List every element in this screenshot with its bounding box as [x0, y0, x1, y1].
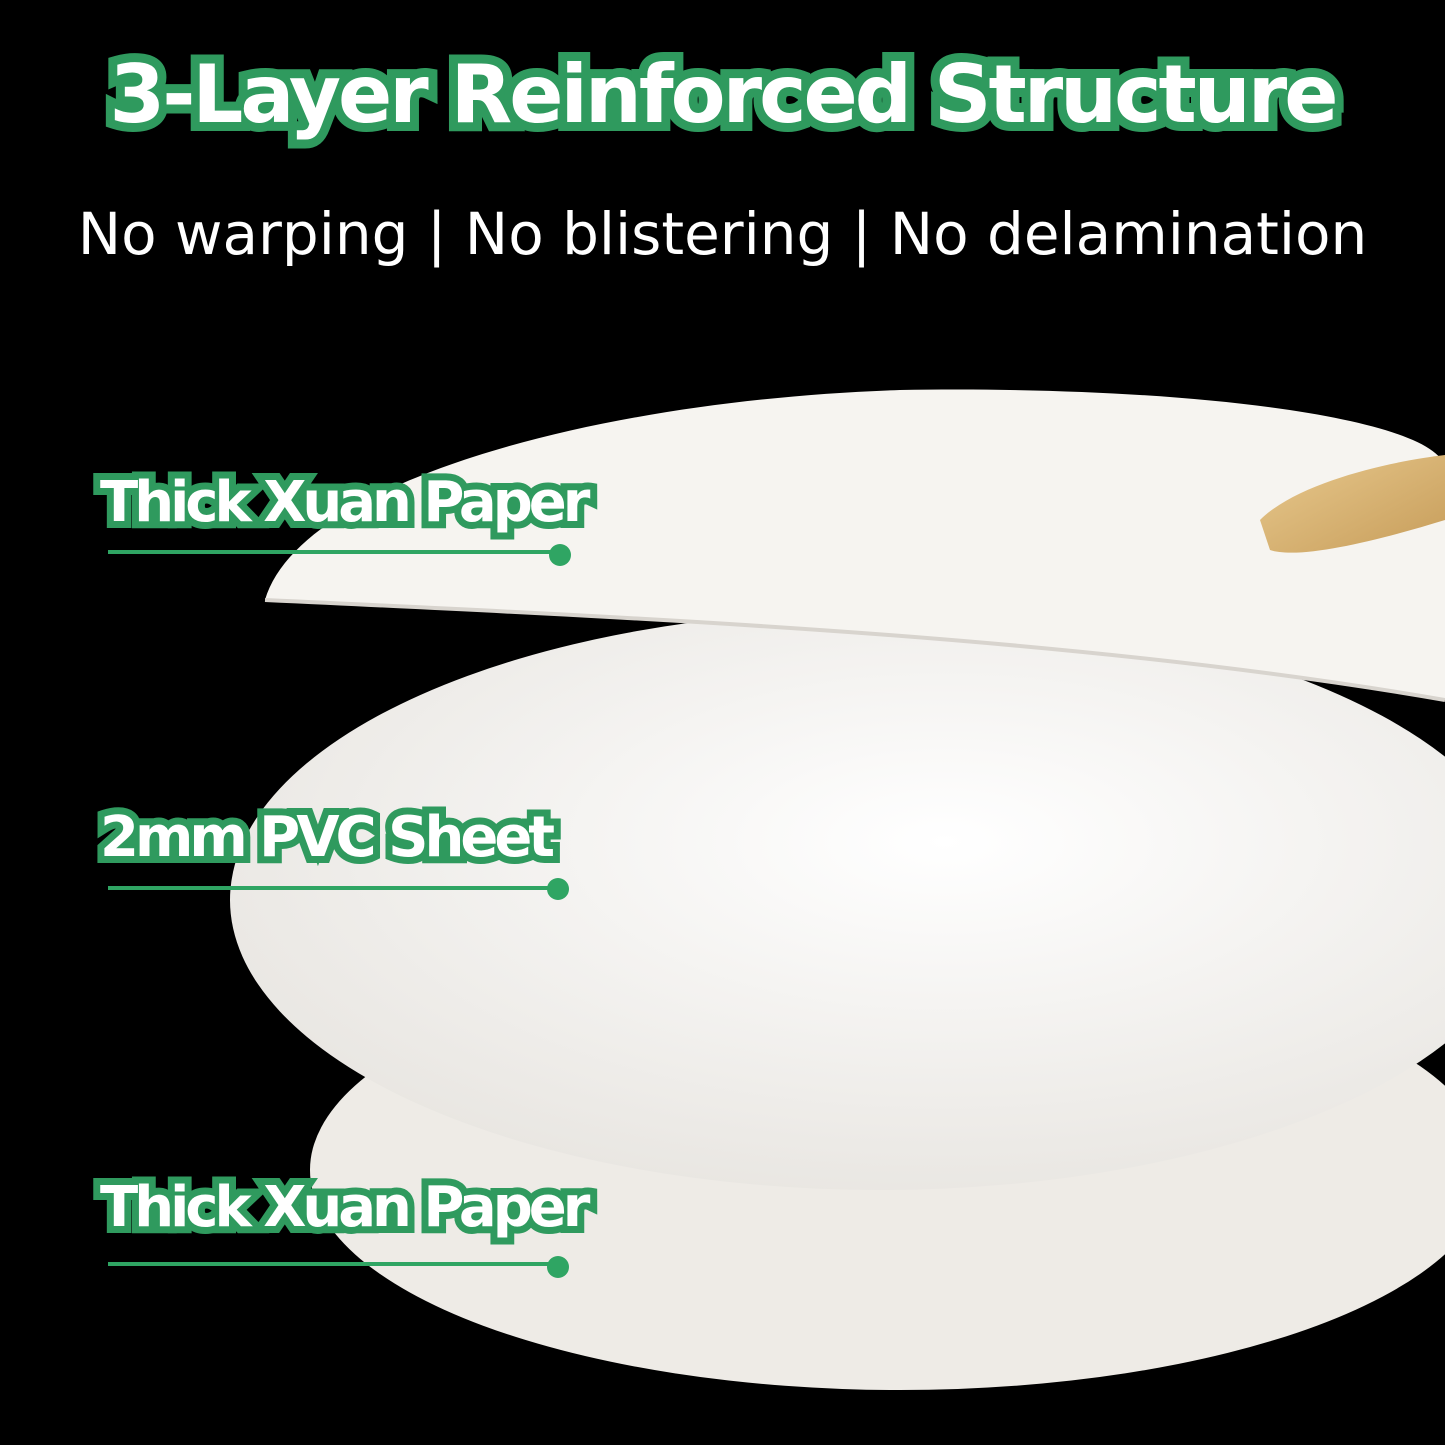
layer-label-top: Thick Xuan Paper [93, 463, 597, 542]
callout-line-bottom [108, 1262, 558, 1266]
layer-label-middle: 2mm PVC Sheet [93, 798, 562, 877]
callout-dot-middle [547, 878, 569, 900]
middle-pvc-disc [230, 610, 1445, 1190]
callout-line-middle [108, 886, 558, 890]
callout-line-top [108, 550, 560, 554]
layer-label-bottom: Thick Xuan Paper [93, 1168, 597, 1247]
bamboo-handle [1260, 455, 1445, 553]
page-title: 3-Layer Reinforced Structure [101, 39, 1348, 150]
callout-dot-bottom [547, 1256, 569, 1278]
callout-dot-top [549, 544, 571, 566]
page-subtitle: No warping | No blistering | No delamina… [77, 200, 1368, 268]
top-paper-disc [265, 389, 1445, 700]
